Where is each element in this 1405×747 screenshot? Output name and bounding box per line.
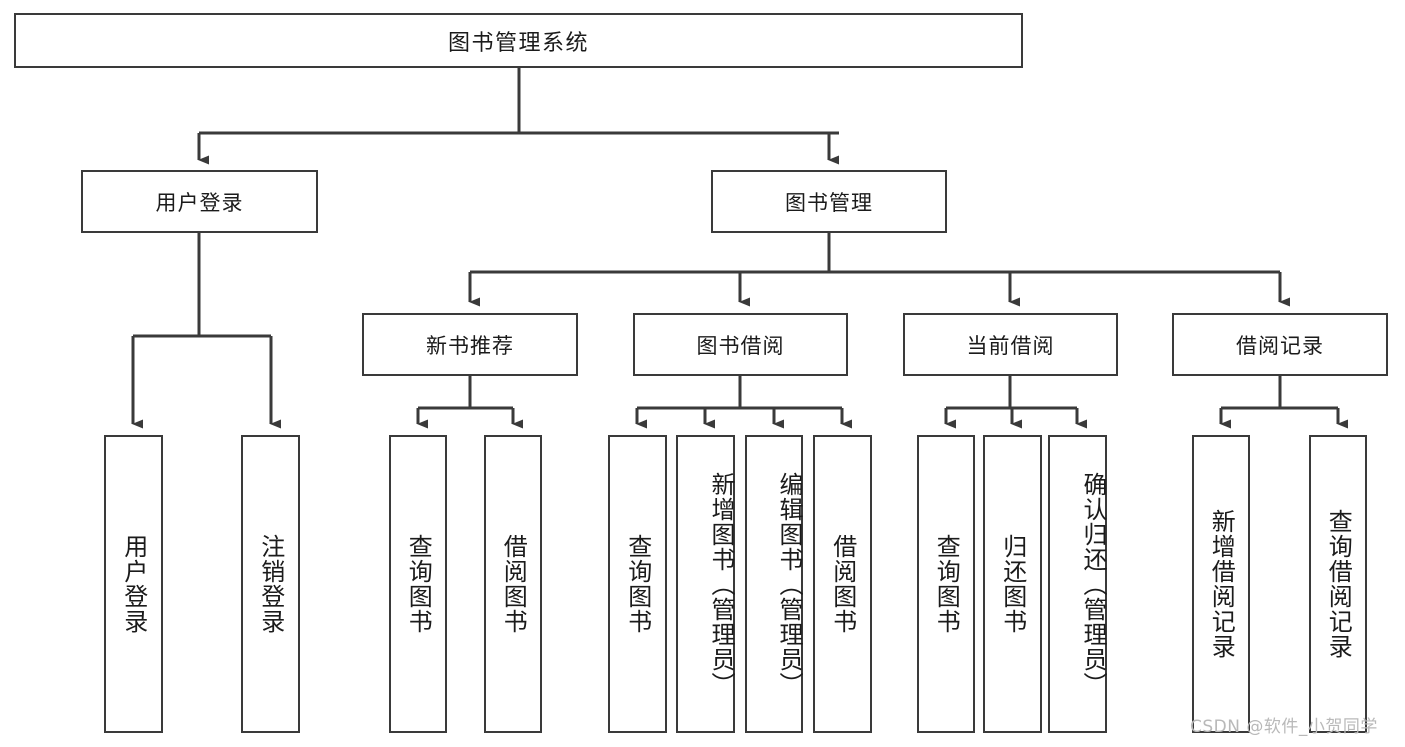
- node-book-borrow[interactable]: 图书借阅: [633, 313, 848, 376]
- leaf-query-book-recommend[interactable]: 查询图书: [389, 435, 447, 733]
- leaf-add-borrow-record[interactable]: 新增借阅记录: [1192, 435, 1250, 733]
- leaf-query-book-borrow[interactable]: 查询图书: [608, 435, 667, 733]
- node-new-book-recommend[interactable]: 新书推荐: [362, 313, 578, 376]
- leaf-return-book[interactable]: 归还图书: [983, 435, 1042, 733]
- leaf-query-borrow-record[interactable]: 查询借阅记录: [1309, 435, 1367, 733]
- node-book-management[interactable]: 图书管理: [711, 170, 947, 233]
- leaf-user-login[interactable]: 用户登录: [104, 435, 163, 733]
- leaf-edit-book-admin[interactable]: 编辑图书（管理员）: [745, 435, 803, 733]
- leaf-query-book-current[interactable]: 查询图书: [917, 435, 975, 733]
- leaf-logout[interactable]: 注销登录: [241, 435, 300, 733]
- leaf-borrow-book-recommend[interactable]: 借阅图书: [484, 435, 542, 733]
- leaf-confirm-return-admin[interactable]: 确认归还（管理员）: [1048, 435, 1107, 733]
- node-user-login[interactable]: 用户登录: [81, 170, 318, 233]
- node-current-borrow[interactable]: 当前借阅: [903, 313, 1118, 376]
- node-root-library-system[interactable]: 图书管理系统: [14, 13, 1023, 68]
- leaf-borrow-book[interactable]: 借阅图书: [813, 435, 872, 733]
- leaf-add-book-admin[interactable]: 新增图书（管理员）: [676, 435, 735, 733]
- node-borrow-record[interactable]: 借阅记录: [1172, 313, 1388, 376]
- csdn-watermark: CSDN @软件_小贺同学: [1190, 717, 1378, 737]
